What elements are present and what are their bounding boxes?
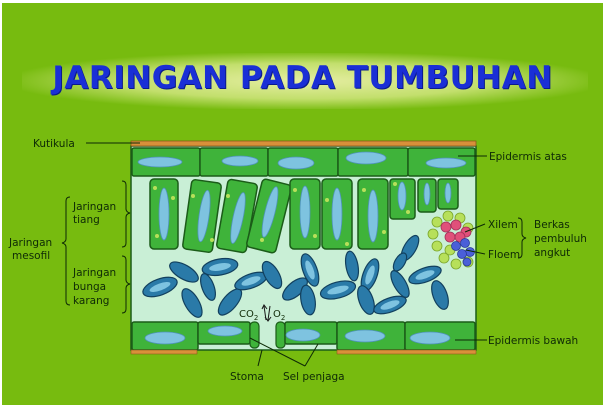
label-stoma: Stoma [230,371,264,383]
label-kutikula: Kutikula [33,138,75,150]
label-sel-penjaga: Sel penjaga [283,371,345,383]
label-jaringan-tiang-2: tiang [73,214,100,226]
label-jaringan-mesofil-1: Jaringan [8,237,52,249]
label-berkas-2: pembuluh [534,233,587,245]
label-epidermis-atas: Epidermis atas [489,151,567,163]
label-xilem: Xilem [488,219,518,231]
label-epidermis-bawah: Epidermis bawah [488,335,578,347]
label-jaringan-bunga-karang-1: Jaringan [72,267,116,279]
cuticle-bottom-right [336,349,477,355]
chloroplasts [153,182,410,246]
braces [61,180,527,314]
brace-spongy [121,255,131,314]
label-jaringan-bunga-karang-2: bunga [73,281,106,293]
phloem [451,238,475,267]
guard-cell-left [249,321,260,349]
diagram-title: JARINGAN PADA TUMBUHAN [52,60,553,96]
cuticle-top [130,140,477,147]
upper-epidermis [131,147,476,177]
brace-mesophyll [61,196,71,306]
brace-palisade [121,180,131,248]
guard-cell-right [275,321,286,349]
co2-label: CO2 [239,309,258,322]
label-jaringan-bunga-karang-3: karang [73,295,109,307]
xylem [440,219,472,243]
palisade-vacuoles [158,181,452,244]
label-berkas-1: Berkas [534,219,570,231]
brace-vascular-bundle [517,217,527,259]
leader-lines [86,142,487,367]
o2-label: O2 [273,309,285,322]
gas-exchange-arrows [261,304,272,322]
cuticle-bottom-left [130,349,198,355]
title-glow [22,53,588,109]
label-jaringan-tiang-1: Jaringan [72,201,116,213]
spongy-vacuoles [149,260,435,310]
vascular-bundle [427,210,475,270]
label-berkas-3: angkut [534,247,570,259]
leaf-tissue [130,140,477,355]
label-jaringan-mesofil-2: mesofil [12,250,50,262]
label-floem: Floem [488,249,520,261]
